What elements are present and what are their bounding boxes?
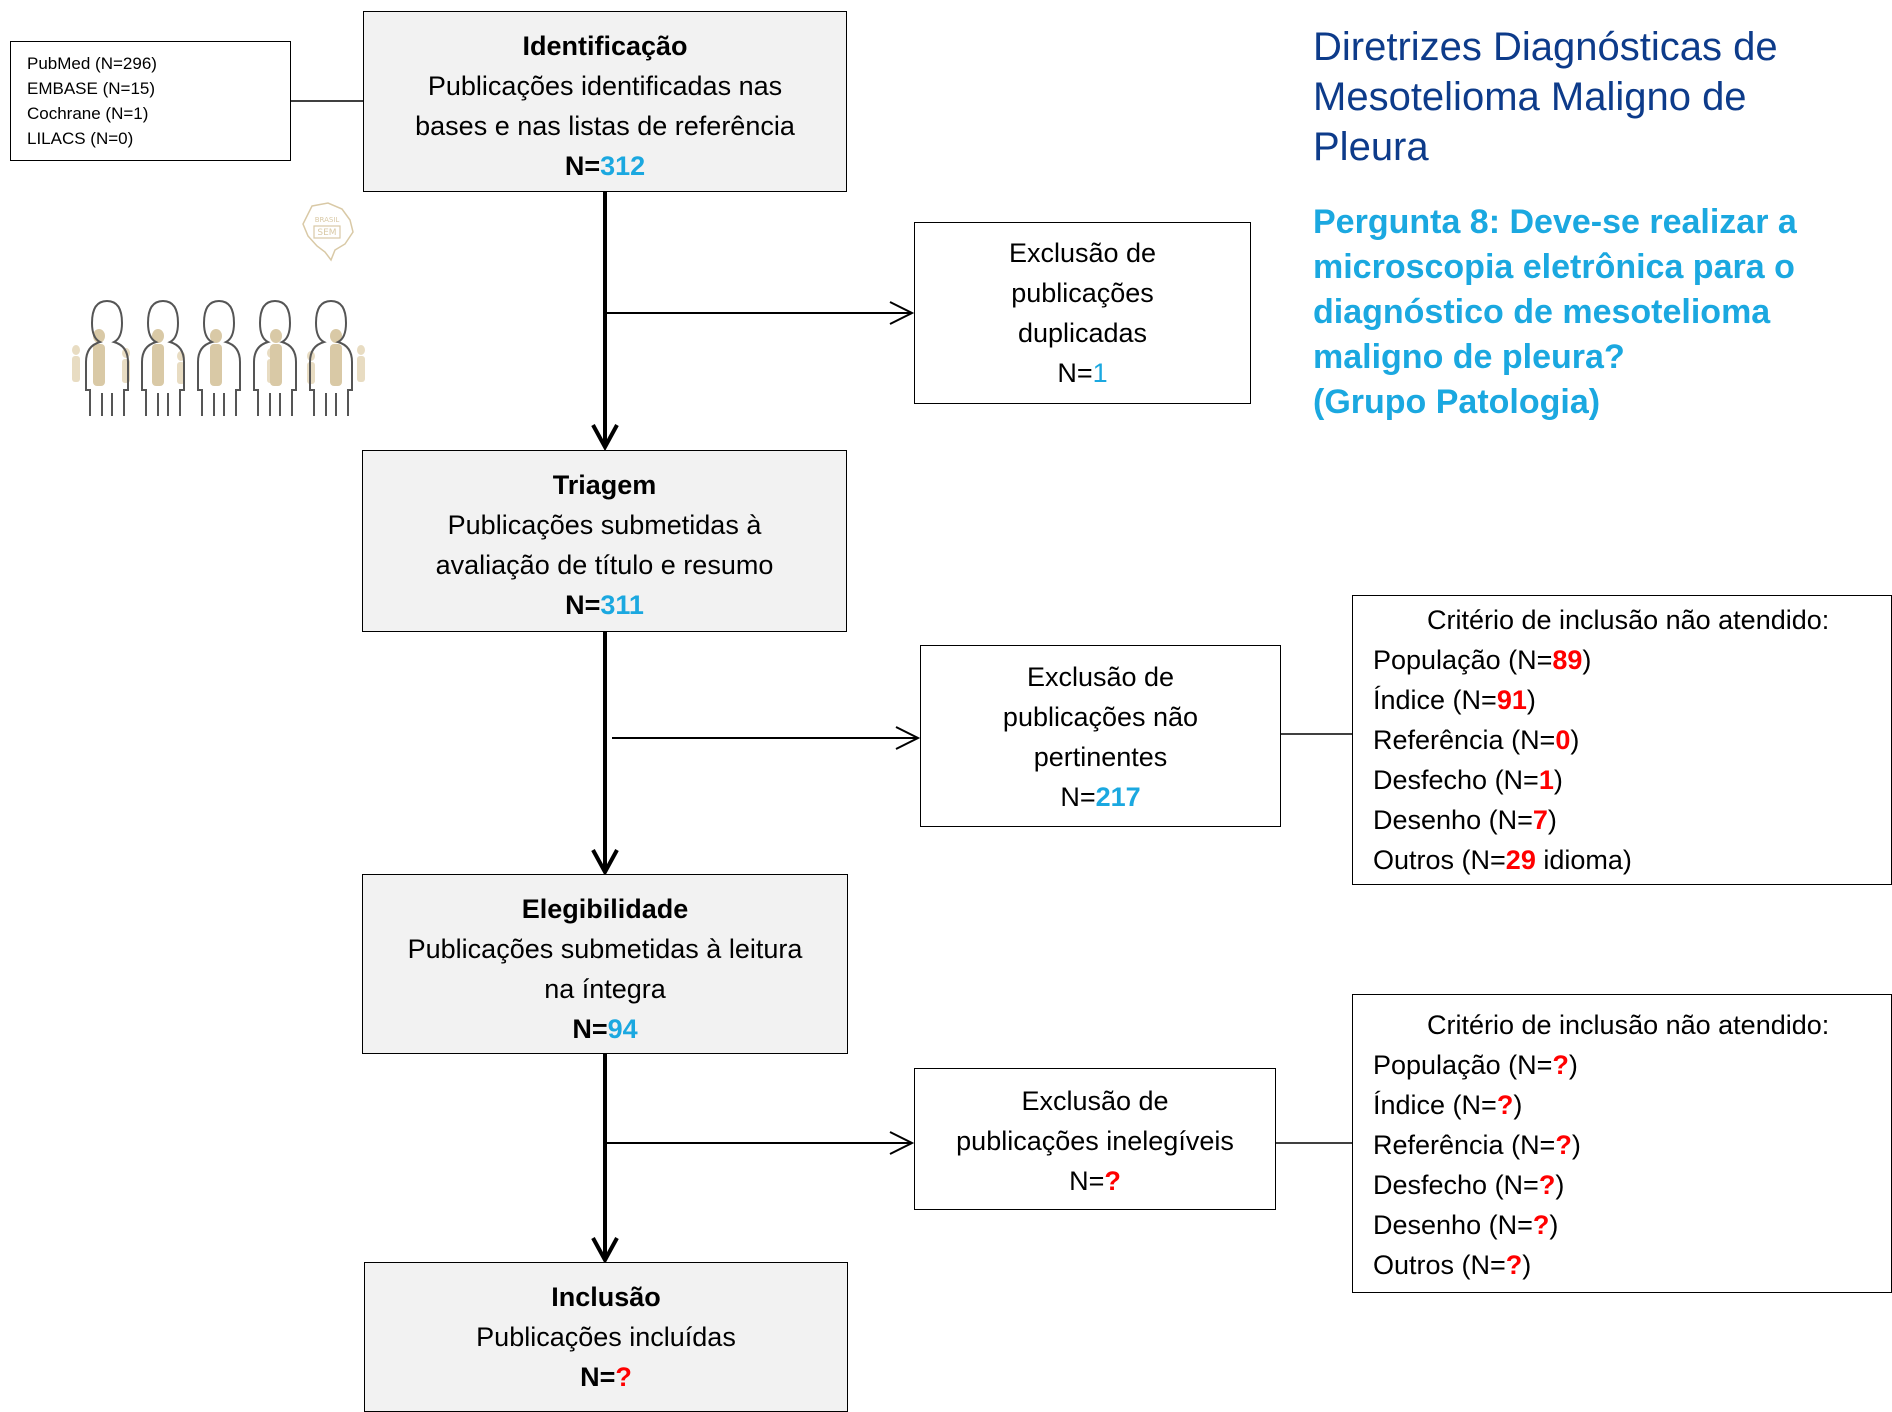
stage-count: N=312 (564, 151, 646, 181)
exclusion-count: N=1 (1057, 358, 1108, 388)
criteria-item: População (N=?) (1373, 1050, 1578, 1080)
criteria-item: Outros (N=29 idioma) (1373, 845, 1632, 875)
exclusion-line: Exclusão de (1008, 238, 1157, 268)
stage-triagem: Triagem Publicações submetidas à avaliaç… (362, 450, 847, 632)
stage-elegibilidade: Elegibilidade Publicações submetidas à l… (362, 874, 848, 1054)
exclusion-line: Exclusão de (1026, 662, 1175, 692)
stage-line: Publicações submetidas à (447, 510, 762, 540)
exclusion-count: N=? (1069, 1166, 1121, 1196)
exclusion-nao-pertinentes: Exclusão de publicações não pertinentes … (920, 645, 1281, 827)
exclusion-line: duplicadas (1017, 318, 1148, 348)
source-cochrane: Cochrane (N=1) (27, 104, 149, 123)
criteria-box-triagem: Critério de inclusão não atendido: Popul… (1352, 595, 1892, 885)
criteria-item: Referência (N=?) (1373, 1130, 1581, 1160)
stage-line: avaliação de título e resumo (435, 550, 774, 580)
stage-line: Publicações submetidas à leitura (407, 934, 803, 964)
stage-line: bases e nas listas de referência (415, 111, 795, 141)
stage-count: N=94 (572, 1014, 638, 1044)
exclusion-count: N=217 (1060, 782, 1141, 812)
stage-count: N=? (580, 1362, 632, 1392)
criteria-item: Desfecho (N=1) (1373, 765, 1563, 795)
exclusion-line: pertinentes (1033, 742, 1168, 772)
people-silhouettes-icon (72, 299, 365, 416)
stage-inclusao: Inclusão Publicações incluídas N=? (364, 1262, 848, 1412)
stage-line: na íntegra (544, 974, 666, 1004)
stage-heading: Inclusão (551, 1282, 661, 1312)
criteria-item: Referência (N=0) (1373, 725, 1580, 755)
map-stamp-icon: BRASIL SEM (302, 202, 354, 262)
svg-text:BRASIL: BRASIL (315, 216, 340, 224)
stage-heading: Identificação (522, 31, 688, 61)
page-title: Diretrizes Diagnósticas de Mesotelioma M… (1313, 25, 1778, 169)
criteria-item: Desenho (N=?) (1373, 1210, 1559, 1240)
exclusion-line: publicações não (1002, 702, 1199, 732)
stage-line: Publicações incluídas (476, 1322, 736, 1352)
stage-line: Publicações identificadas nas (427, 71, 783, 101)
criteria-heading: Critério de inclusão não atendido: (1427, 605, 1830, 635)
sources-box: PubMed (N=296) EMBASE (N=15) Cochrane (N… (10, 41, 291, 161)
question-text: Pergunta 8: Deve-se realizar a microscop… (1313, 203, 1797, 421)
criteria-item: Desenho (N=7) (1373, 805, 1557, 835)
stage-identificacao: Identificação Publicações identificadas … (363, 11, 847, 192)
criteria-item: Índice (N=91) (1373, 685, 1536, 715)
stage-count: N=311 (565, 590, 644, 620)
criteria-box-elegibilidade: Critério de inclusão não atendido: Popul… (1352, 994, 1892, 1293)
exclusion-line: publicações inelegíveis (956, 1126, 1234, 1156)
criteria-item: População (N=89) (1373, 645, 1592, 675)
criteria-item: Desfecho (N=?) (1373, 1170, 1565, 1200)
exclusion-inelegiveis: Exclusão de publicações inelegíveis N=? (914, 1068, 1276, 1210)
exclusion-duplicadas: Exclusão de publicações duplicadas N=1 (914, 222, 1251, 404)
source-embase: EMBASE (N=15) (27, 79, 156, 98)
stage-heading: Triagem (552, 470, 657, 500)
criteria-item: Índice (N=?) (1373, 1090, 1523, 1120)
stage-heading: Elegibilidade (521, 894, 689, 924)
source-lilacs: LILACS (N=0) (27, 129, 134, 148)
criteria-heading: Critério de inclusão não atendido: (1427, 1010, 1830, 1040)
svg-text:SEM: SEM (317, 228, 336, 238)
criteria-item: Outros (N=?) (1373, 1250, 1532, 1280)
source-pubmed: PubMed (N=296) (27, 54, 157, 73)
exclusion-line: publicações (1011, 278, 1154, 308)
exclusion-line: Exclusão de (1021, 1086, 1169, 1116)
